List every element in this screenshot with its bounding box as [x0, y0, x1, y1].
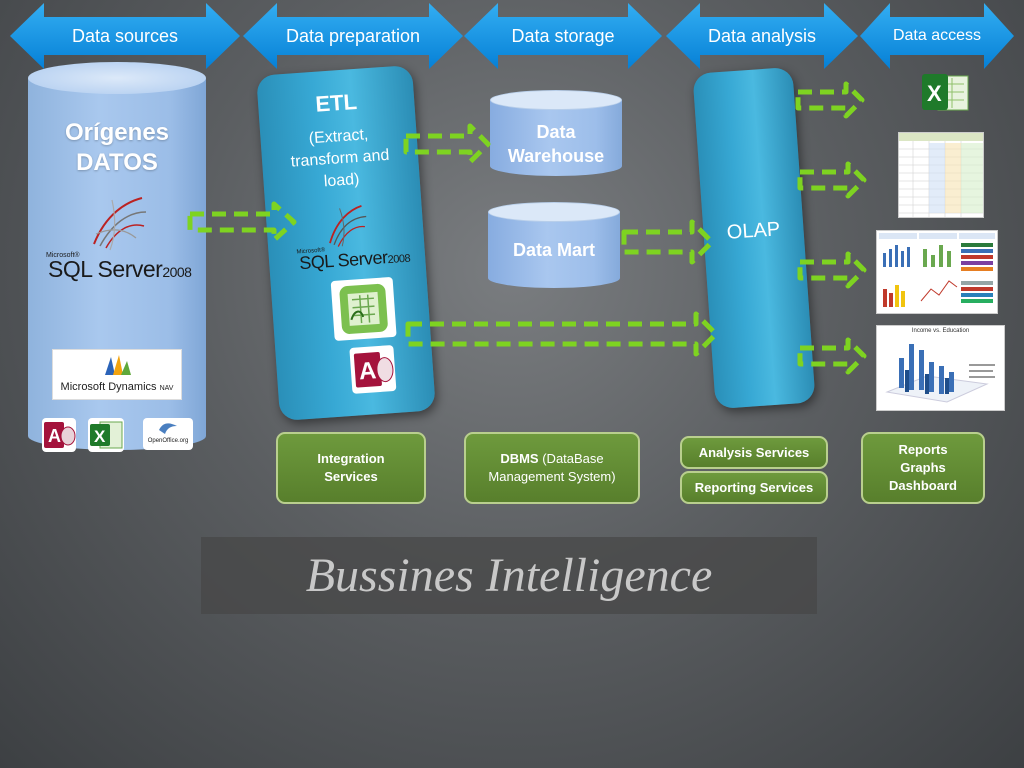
arrow-olap-to-chart	[797, 337, 867, 375]
chart-thumbnail: Income vs. Education	[876, 325, 1005, 411]
arrow-etl-to-warehouse	[403, 123, 491, 165]
footer-band	[201, 537, 817, 614]
report-spreadsheet-thumbnail	[898, 132, 984, 218]
reporting-services-box: Reporting Services	[680, 471, 828, 504]
dbms-bold: DBMS	[500, 451, 539, 466]
arrow-sources-to-etl	[187, 201, 297, 243]
etl-panel: ETL (Extract, transform and load) Micros…	[256, 64, 436, 422]
warehouse-line1: Data	[536, 122, 576, 142]
openoffice-logo: OpenOffice.org	[143, 418, 193, 450]
dbms-rest: (DataBase	[538, 451, 604, 466]
stage-label: Data sources	[71, 26, 179, 46]
sql-server-logo: Microsoft® SQL Server2008	[46, 252, 206, 286]
stage-data-access: Data access	[860, 3, 1014, 69]
stage-label: Data access	[892, 27, 982, 44]
sources-title-line2: DATOS	[76, 149, 158, 176]
arrow-olap-to-report	[797, 161, 867, 199]
reporting-services-label: Reporting Services	[694, 479, 814, 495]
svg-text:X: X	[927, 81, 942, 106]
footer-title: Bussines Intelligence	[305, 549, 713, 602]
dashboard-label: Dashboard	[889, 478, 957, 493]
integration-line2: Services	[324, 469, 378, 484]
dashboard-thumbnail	[876, 230, 998, 314]
analysis-services-label: Analysis Services	[698, 444, 810, 460]
sql-version: 2008	[162, 264, 192, 280]
dbms-line2: Management System)	[488, 469, 616, 484]
dynamics-icon	[105, 355, 131, 375]
dynamics-suffix: NAV	[159, 385, 174, 392]
graphs-label: Graphs	[900, 460, 946, 475]
integration-services-box: Integration Services	[276, 432, 426, 504]
svg-text:A: A	[358, 357, 377, 385]
stage-data-storage: Data storage	[464, 3, 662, 69]
arrow-olap-to-excel	[795, 81, 865, 119]
chart-thumbnail-title: Income vs. Education	[911, 328, 970, 334]
reports-label: Reports	[898, 442, 948, 457]
stage-label: Data preparation	[285, 26, 421, 46]
arrow-mart-to-olap	[621, 219, 715, 265]
stage-label: Data analysis	[707, 26, 817, 46]
stage-data-analysis: Data analysis	[666, 3, 858, 69]
dynamics-label: Microsoft Dynamics	[60, 381, 157, 393]
stage-data-sources: Data sources	[10, 3, 240, 69]
analysis-services-box: Analysis Services	[680, 436, 828, 469]
sql-prefix: Microsoft®	[46, 252, 80, 259]
openoffice-gull-icon	[159, 423, 177, 434]
access-icon: A	[349, 344, 397, 394]
excel-icon: X	[920, 70, 970, 114]
svg-text:A: A	[48, 426, 61, 446]
sources-title: Orígenes DATOS	[28, 118, 206, 178]
arrow-etl-to-olap	[405, 311, 719, 357]
data-warehouse-cylinder: Data Warehouse	[490, 90, 622, 186]
sql-server-swirl-icon	[86, 194, 150, 252]
svg-text:X: X	[94, 427, 106, 446]
excel-icon: X	[88, 418, 124, 452]
data-mart-cylinder: Data Mart	[488, 202, 620, 288]
warehouse-line2: Warehouse	[507, 146, 605, 166]
sql-name: SQL Server	[48, 256, 163, 282]
access-icon: A	[42, 418, 76, 452]
dbms-box: DBMS (DataBase Management System)	[464, 432, 640, 504]
stage-data-preparation: Data preparation	[243, 3, 463, 69]
infopath-icon	[330, 276, 397, 342]
sources-cylinder-top	[28, 62, 206, 94]
reports-box: Reports Graphs Dashboard	[861, 432, 985, 504]
openoffice-label: OpenOffice.org	[147, 438, 189, 444]
stage-label: Data storage	[511, 26, 615, 46]
data-mart-label: Data Mart	[512, 240, 596, 260]
integration-line1: Integration	[317, 451, 385, 466]
arrow-olap-to-dashboard	[797, 251, 867, 289]
dynamics-nav-logo: Microsoft Dynamics NAV	[52, 349, 182, 400]
sql-server-swirl-icon	[321, 202, 370, 249]
sources-title-line1: Orígenes	[64, 119, 170, 146]
